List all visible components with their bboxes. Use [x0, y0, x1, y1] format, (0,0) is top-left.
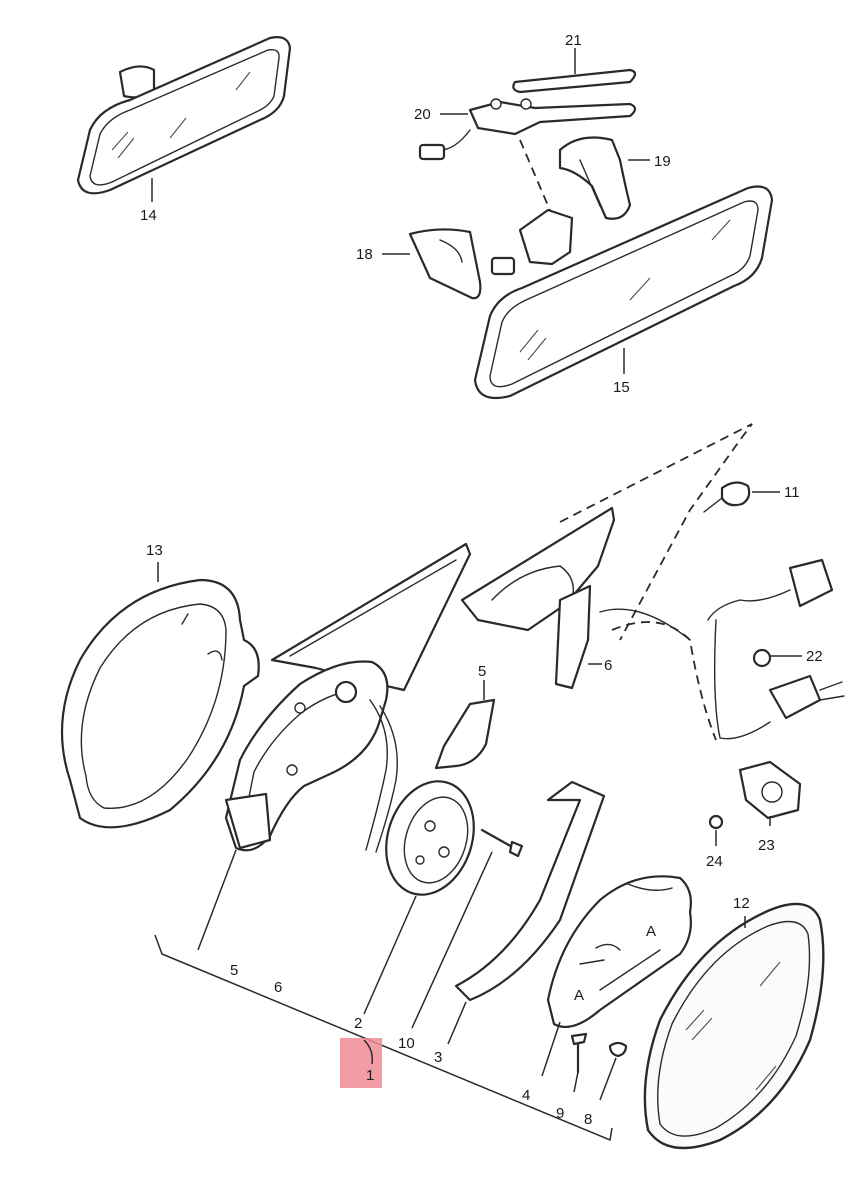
callout-14: 14 [140, 207, 157, 224]
callout-24: 24 [706, 853, 723, 870]
callout-21: 21 [565, 32, 582, 49]
callout-6: 6 [274, 979, 282, 996]
mirror-housing-13 [60, 578, 260, 829]
highlight-box [340, 1038, 382, 1088]
clip-5 [434, 698, 496, 770]
wiring-harness [599, 558, 834, 740]
callout-1: 1 [366, 1067, 374, 1084]
screw-9 [570, 1032, 588, 1074]
screw-11 [703, 481, 751, 513]
callout-5: 5 [230, 962, 238, 979]
nut-24 [708, 814, 724, 830]
mirror-mount-parts [408, 68, 774, 400]
callout-15: 15 [613, 379, 630, 396]
callout-2: 2 [354, 1015, 362, 1032]
adjustment-motor-2 [385, 780, 475, 896]
mirror-housing-4: A A [546, 875, 692, 1028]
seal-strip-3 [454, 780, 606, 1002]
callout-11: 11 [784, 484, 800, 501]
callout-10: 10 [398, 1035, 415, 1052]
bracket-23 [738, 760, 802, 820]
interior-mirror-14 [76, 36, 292, 195]
part-22 [752, 648, 845, 720]
door-outline [559, 423, 753, 741]
callout-3: 3 [434, 1049, 442, 1066]
callout-6b: 6 [604, 657, 612, 674]
screw-10 [480, 828, 524, 858]
callout-23: 23 [758, 837, 775, 854]
callout-4: 4 [522, 1087, 530, 1104]
callout-9: 9 [556, 1105, 564, 1122]
callout-19: 19 [654, 153, 671, 170]
callout-22: 22 [806, 648, 823, 665]
callout-12: 12 [733, 895, 750, 912]
mirror-base [270, 506, 616, 692]
callout-20: 20 [414, 106, 431, 123]
callout-13: 13 [146, 542, 163, 559]
nut-8 [608, 1041, 628, 1058]
svg-text:A: A [574, 987, 584, 1004]
mirror-frame-assembly [224, 660, 398, 853]
assembly-bracket-line [154, 934, 613, 1142]
mirror-glass-12 [643, 902, 825, 1150]
callout-8: 8 [584, 1111, 592, 1128]
callout-5b: 5 [478, 663, 486, 680]
callout-18: 18 [356, 246, 373, 263]
svg-text:A: A [646, 923, 656, 940]
